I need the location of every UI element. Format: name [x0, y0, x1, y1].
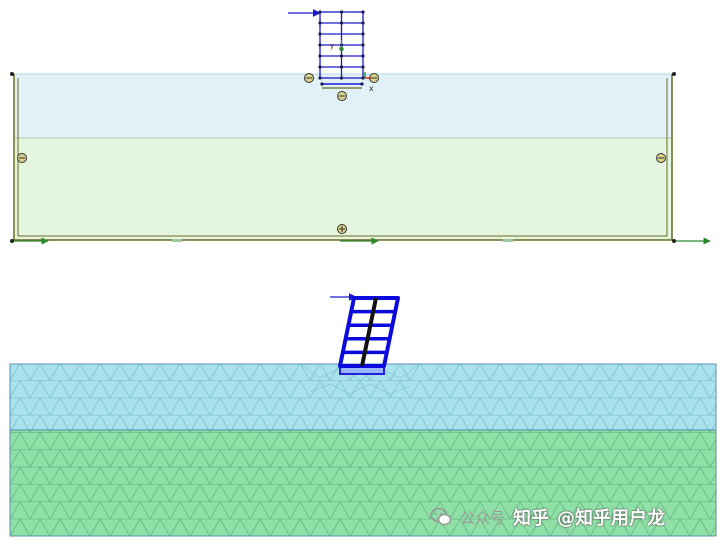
core-wall	[360, 297, 378, 367]
watermark-brand: 公众号	[460, 508, 506, 527]
deformed-building-frame[interactable]	[330, 293, 400, 375]
marker-left	[17, 153, 27, 163]
marker-right	[656, 153, 666, 163]
base-direction-arrows	[14, 237, 711, 245]
lower-soil-layer[interactable]	[13, 137, 673, 241]
axis-label-x: x	[369, 84, 374, 93]
geometry-view: y x	[10, 9, 711, 245]
marker-bottom	[337, 224, 347, 234]
wechat-icon	[430, 507, 452, 526]
marker-foundation-base	[337, 91, 347, 101]
building-frame[interactable]: y x	[288, 9, 374, 93]
corner-points	[10, 72, 676, 243]
watermark-author: 知乎	[513, 508, 550, 529]
axis-label-y: y	[330, 42, 334, 50]
mesh-view	[9, 293, 717, 537]
refined-mesh-zone	[299, 363, 421, 395]
marker-foundation-left	[304, 73, 314, 83]
watermark: 公众号 知乎 @知乎用户龙	[430, 505, 665, 529]
watermark-handle: @知乎用户龙	[557, 508, 666, 529]
